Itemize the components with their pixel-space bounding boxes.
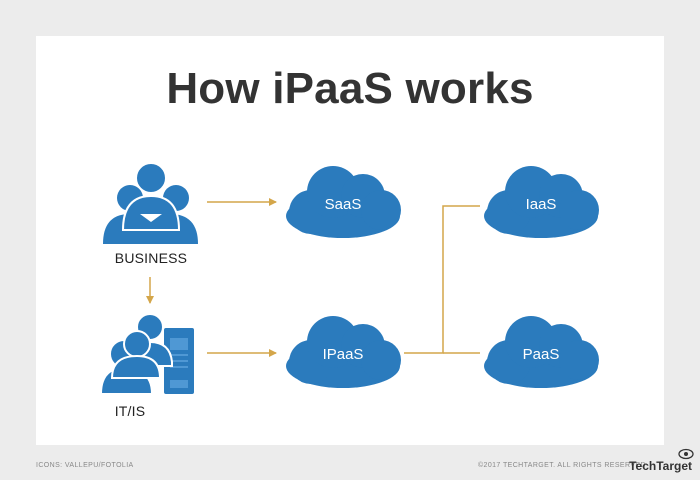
techtarget-logo: TechTarget xyxy=(612,447,694,477)
saas-label: SaaS xyxy=(324,196,362,213)
itis-label: IT/IS xyxy=(114,403,146,419)
connector-ipaas-to-iaas xyxy=(404,205,480,354)
paas-label: PaaS xyxy=(522,346,560,363)
business-label: BUSINESS xyxy=(114,250,188,266)
people-server-icon xyxy=(99,313,194,395)
copyright: ©2017 TECHTARGET. ALL RIGHTS RESERVED xyxy=(478,462,646,469)
brand-name: TechTarget xyxy=(629,459,692,473)
ipaas-label: IPaaS xyxy=(322,346,364,363)
icon-credit: ICONS: VALLEPU/FOTOLIA xyxy=(36,462,134,469)
people-group-icon xyxy=(103,162,198,244)
page-title: How iPaaS works xyxy=(166,64,534,113)
eye-icon xyxy=(678,448,694,460)
connectors xyxy=(146,198,480,357)
iaas-label: IaaS xyxy=(525,196,557,213)
